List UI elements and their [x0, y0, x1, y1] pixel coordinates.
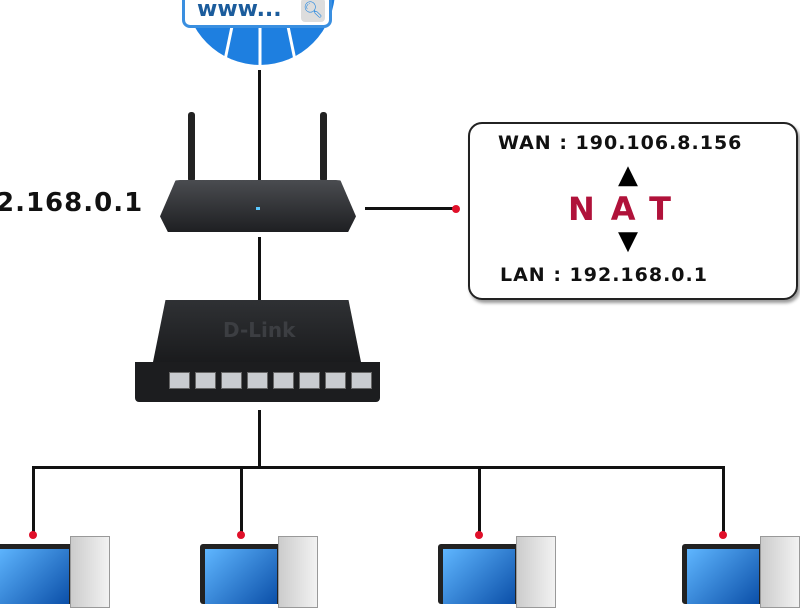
lan-bus [32, 466, 725, 469]
connector-dot [719, 531, 727, 539]
link-bus-pc [478, 466, 481, 536]
switch-top: D-Link [153, 300, 361, 362]
computer-icon [0, 530, 112, 608]
url-text: www... [197, 0, 282, 22]
computer-icon [682, 530, 800, 608]
ethernet-port [325, 372, 346, 389]
connector-dot [237, 531, 245, 539]
ethernet-port [169, 372, 190, 389]
connector-dot [29, 531, 37, 539]
link-router-nat [365, 207, 455, 210]
ethernet-port [195, 372, 216, 389]
computer-icon [200, 530, 320, 608]
switch: D-Link [135, 300, 380, 410]
ethernet-port [351, 372, 372, 389]
ethernet-port [247, 372, 268, 389]
wan-label: WAN : 190.106.8.156 [498, 132, 743, 154]
switch-brand: D-Link [223, 318, 296, 342]
lan-label: LAN : 192.168.0.1 [500, 264, 708, 286]
router-led [256, 207, 260, 210]
router-ip-label: 2.168.0.1 [0, 188, 144, 218]
arrow-down-icon: ▼ [618, 226, 638, 256]
nat-title: NAT [568, 190, 687, 228]
ethernet-port [273, 372, 294, 389]
router [160, 112, 360, 237]
link-bus-pc [722, 466, 725, 536]
link-bus-pc [32, 466, 35, 536]
ethernet-port [221, 372, 242, 389]
nat-box: WAN : 190.106.8.156 ▲ NAT ▼ LAN : 192.16… [468, 122, 798, 300]
search-icon: 🔍︎ [301, 0, 325, 22]
internet-globe: www... 🔍︎ [180, 0, 340, 70]
switch-front [135, 362, 380, 402]
computer-icon [438, 530, 558, 608]
link-switch-bus [258, 410, 261, 468]
router-body [160, 180, 356, 232]
arrow-up-icon: ▲ [618, 160, 638, 190]
link-bus-pc [240, 466, 243, 536]
link-router-switch [258, 237, 261, 302]
ethernet-port [299, 372, 320, 389]
connector-dot [452, 205, 460, 213]
antenna-left [188, 112, 195, 182]
url-bar: www... 🔍︎ [182, 0, 332, 28]
antenna-right [320, 112, 327, 182]
link-internet-router [258, 70, 261, 182]
connector-dot [475, 531, 483, 539]
